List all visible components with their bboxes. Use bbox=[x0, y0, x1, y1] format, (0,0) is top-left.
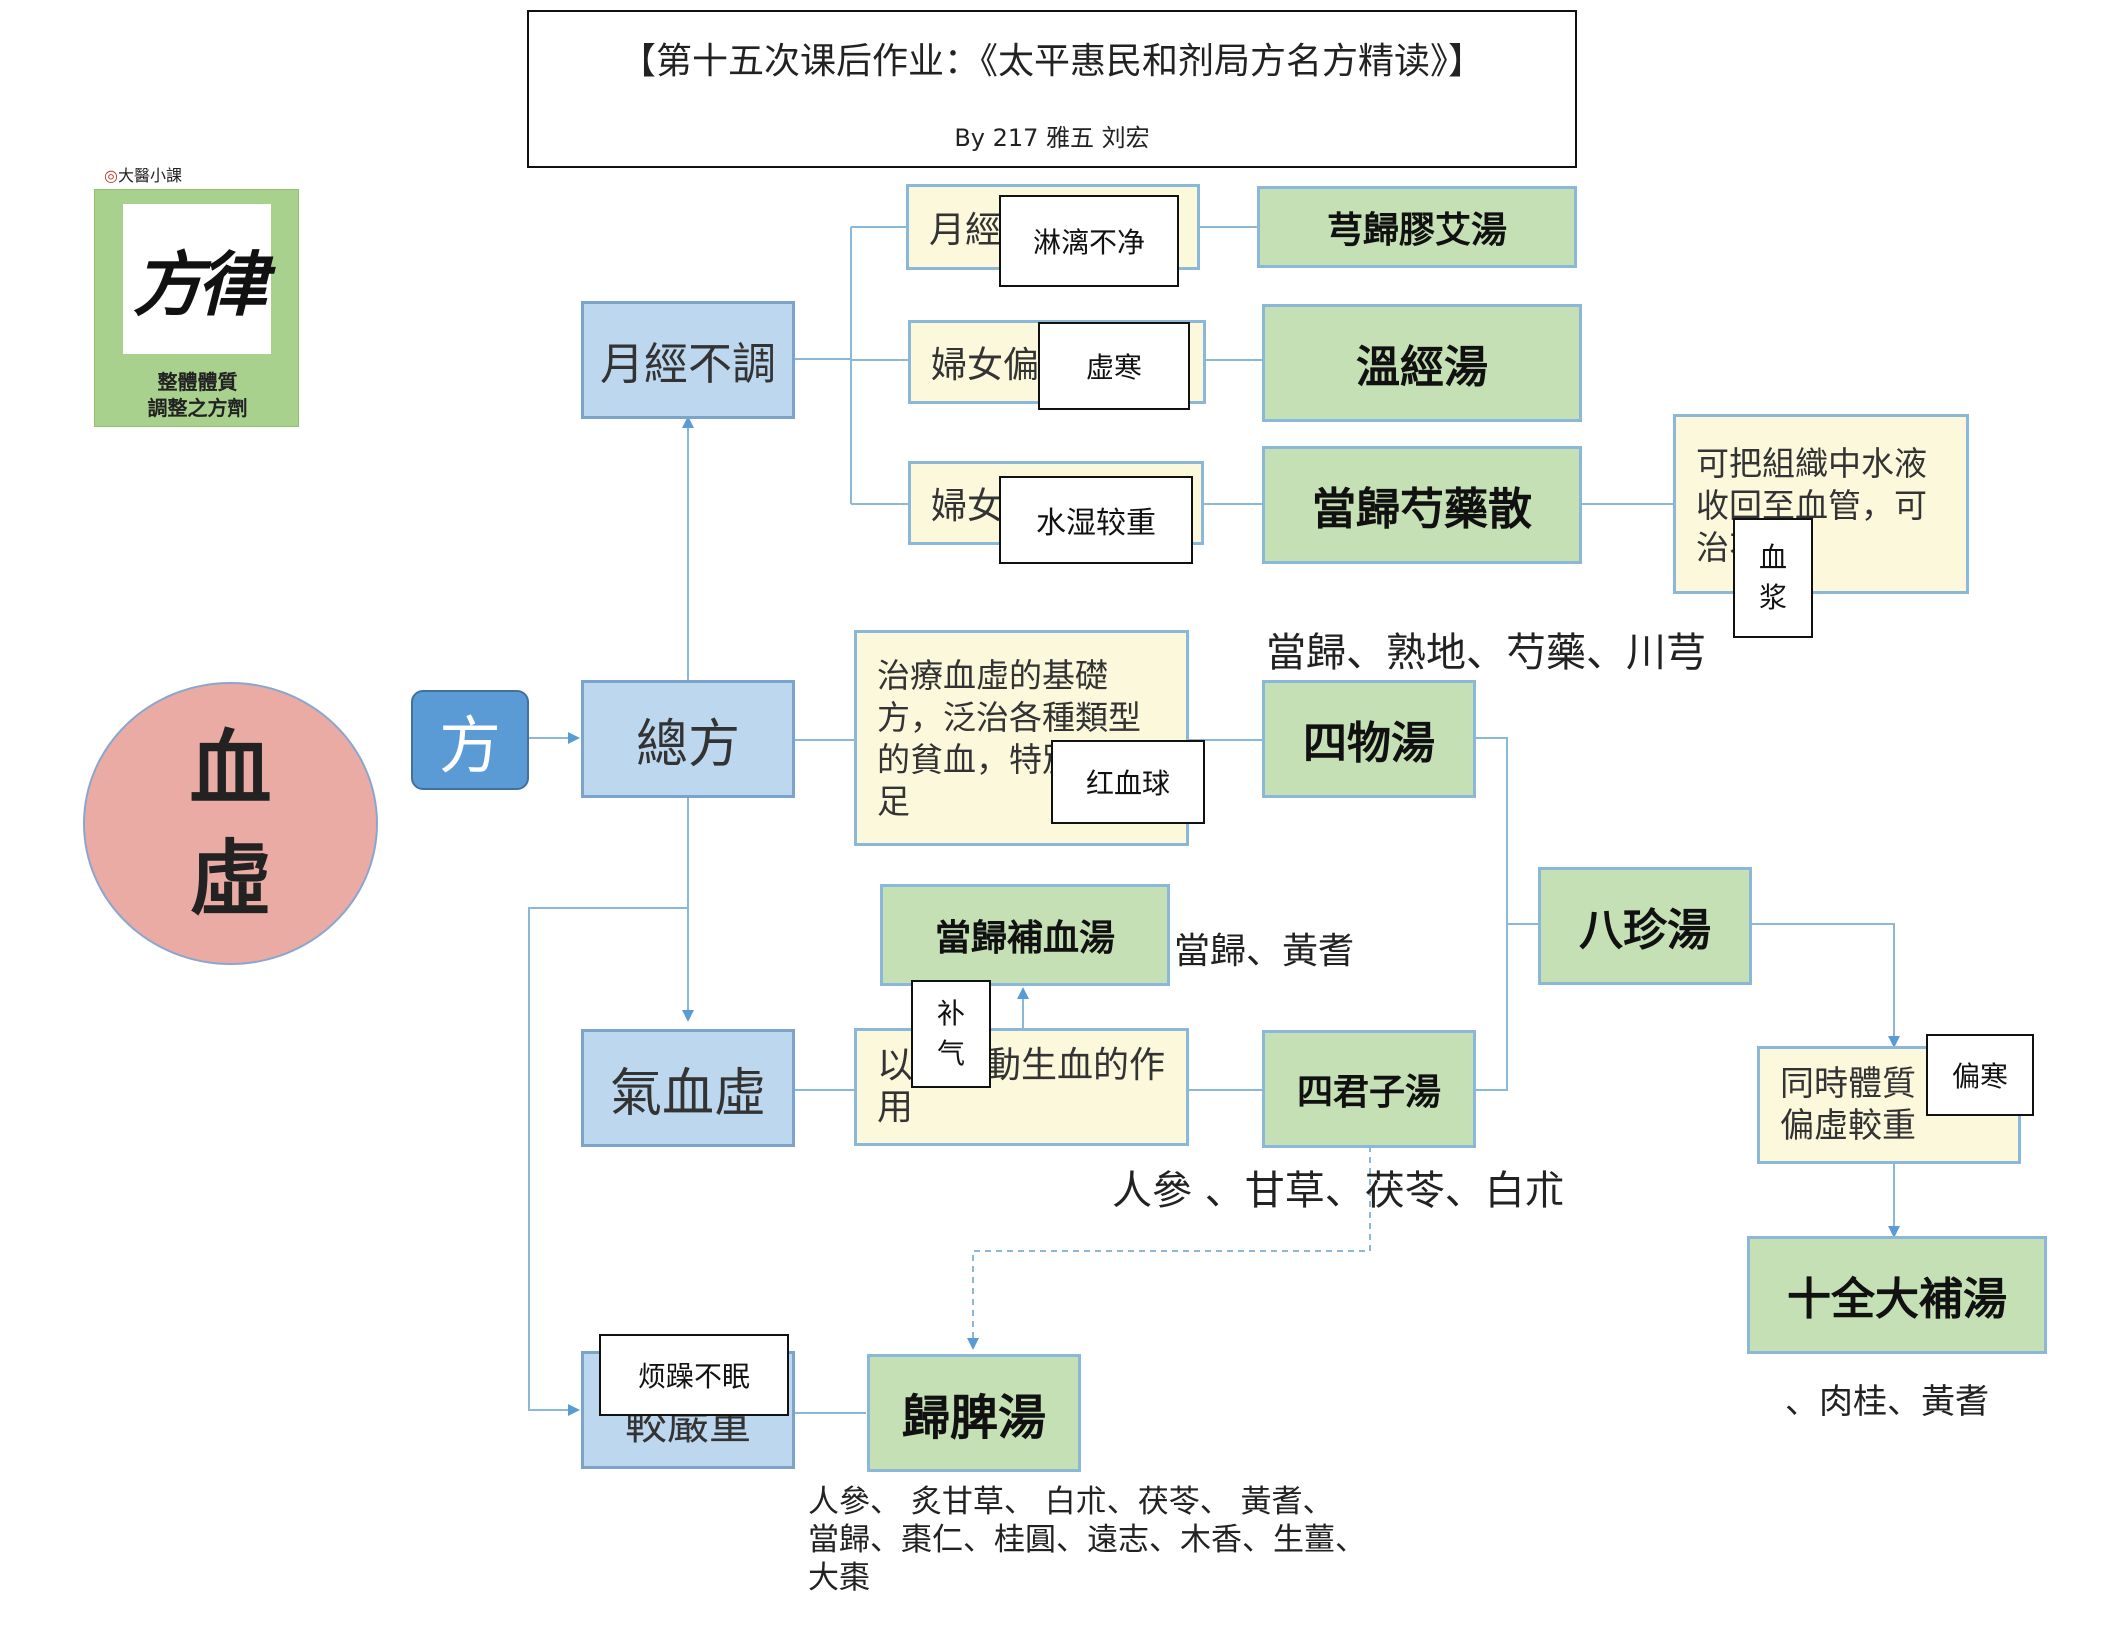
condition-bianxu-text: 同時體質偏虛較重 bbox=[1780, 1064, 1916, 1146]
ingredients-si-jun-zi: 人參 、甘草、茯苓、白朮 bbox=[1112, 1168, 1565, 1214]
annotation-xuejiang-2: 浆 bbox=[1758, 581, 1787, 614]
connector-bazhen-bianxu bbox=[1750, 923, 1900, 1048]
annotation-pianhan: 偏寒 bbox=[1926, 1034, 2034, 1116]
fang-label: 方 bbox=[411, 690, 529, 790]
ingredients-gui-pi-line1: 人參、 炙甘草、 白朮、茯苓、 黃耆、 bbox=[808, 1484, 1334, 1520]
formula-si-wu: 四物湯 bbox=[1262, 680, 1476, 798]
logo-brand: ◎大醫小課 bbox=[104, 166, 182, 185]
logo-calligraphy: 方律 bbox=[123, 204, 271, 354]
formula-gui-pi: 歸脾湯 bbox=[867, 1354, 1081, 1472]
condition-fu-pian-label: 婦女偏 bbox=[931, 345, 1040, 386]
ingredients-gui-pi-line2: 當歸、棗仁、桂圓、遠志、木香、生薑、 bbox=[808, 1522, 1366, 1558]
annotation-hongxueqiu: 红血球 bbox=[1051, 740, 1205, 824]
ingredients-si-wu: 當歸、熟地、芍藥、川芎 bbox=[1266, 630, 1706, 676]
title-box: 【第十五次课后作业：《太平惠民和剂局方名方精读》】 By 217 雅五 刘宏 bbox=[527, 10, 1577, 168]
annotation-xuhan: 虚寒 bbox=[1038, 322, 1190, 410]
logo: 方律 整體體質 調整之方劑 bbox=[94, 189, 299, 427]
logo-caption-2: 調整之方劑 bbox=[147, 396, 248, 420]
formula-dang-gui-bu-xue: 當歸補血湯 bbox=[880, 884, 1170, 986]
formula-ba-zhen: 八珍湯 bbox=[1538, 867, 1752, 985]
node-zongfang: 總方 bbox=[581, 680, 795, 798]
annotation-shuishi-jiaozhong: 水湿较重 bbox=[999, 476, 1193, 564]
connector-zongfang-jiaoyanzhong bbox=[528, 907, 688, 1416]
annotation-xuejiang: 血 浆 bbox=[1733, 518, 1813, 638]
formula-shi-quan-da-bu: 十全大補湯 bbox=[1747, 1236, 2047, 1354]
central-topic-circle: 血 虛 bbox=[83, 682, 378, 965]
node-qixuexu: 氣血虛 bbox=[581, 1029, 795, 1147]
annotation-buqi-2: 气 bbox=[936, 1037, 965, 1070]
annotation-xuejiang-1: 血 bbox=[1758, 541, 1787, 574]
ingredients-gui-pi-line3: 大棗 bbox=[808, 1560, 870, 1596]
ingredients-shi-quan-da-bu: 、肉桂、黃耆 bbox=[1785, 1382, 1989, 1422]
formula-xiong-gui-jiao-ai: 芎歸膠艾湯 bbox=[1257, 186, 1577, 268]
central-topic-line2: 虛 bbox=[189, 830, 272, 927]
annotation-buqi-1: 补 bbox=[936, 997, 965, 1030]
condition-shuiye: 可把組織中水液收回至血管，可治不足 bbox=[1673, 414, 1969, 594]
annotation-linli-bujing: 淋漓不净 bbox=[999, 195, 1179, 287]
annotation-fanzao-bumian: 烦躁不眠 bbox=[599, 1334, 789, 1416]
node-yuejing-butiao: 月經不調 bbox=[581, 301, 795, 419]
byline: By 217 雅五 刘宏 bbox=[954, 123, 1150, 152]
page-title: 【第十五次课后作业：《太平惠民和剂局方名方精读》】 bbox=[619, 40, 1484, 82]
formula-dang-gui-shao-yao: 當歸芍藥散 bbox=[1262, 446, 1582, 564]
condition-buqi: 以方帶動生血的作用 bbox=[854, 1028, 1189, 1146]
connector-sijunzi-guipi-dashed bbox=[967, 1146, 1371, 1350]
annotation-buqi: 补 气 bbox=[911, 980, 991, 1088]
logo-mark-icon: ◎ bbox=[104, 166, 118, 185]
condition-fu-label: 婦女 bbox=[931, 486, 1004, 527]
connector-siwu-bazhen bbox=[1474, 737, 1508, 1091]
central-topic-line1: 血 bbox=[189, 720, 272, 817]
condition-basic-formula-text: 治療血虛的基礎方，泛治各種類型的貧血，特別是不足 bbox=[877, 656, 1141, 821]
condition-yuejing-label: 月經 bbox=[929, 210, 1002, 251]
ingredients-dang-gui-bu-xue: 當歸、黃耆 bbox=[1174, 931, 1355, 972]
formula-wen-jing: 溫經湯 bbox=[1262, 304, 1582, 422]
logo-caption-1: 整體體質 bbox=[157, 370, 238, 394]
formula-si-jun-zi: 四君子湯 bbox=[1262, 1030, 1476, 1148]
